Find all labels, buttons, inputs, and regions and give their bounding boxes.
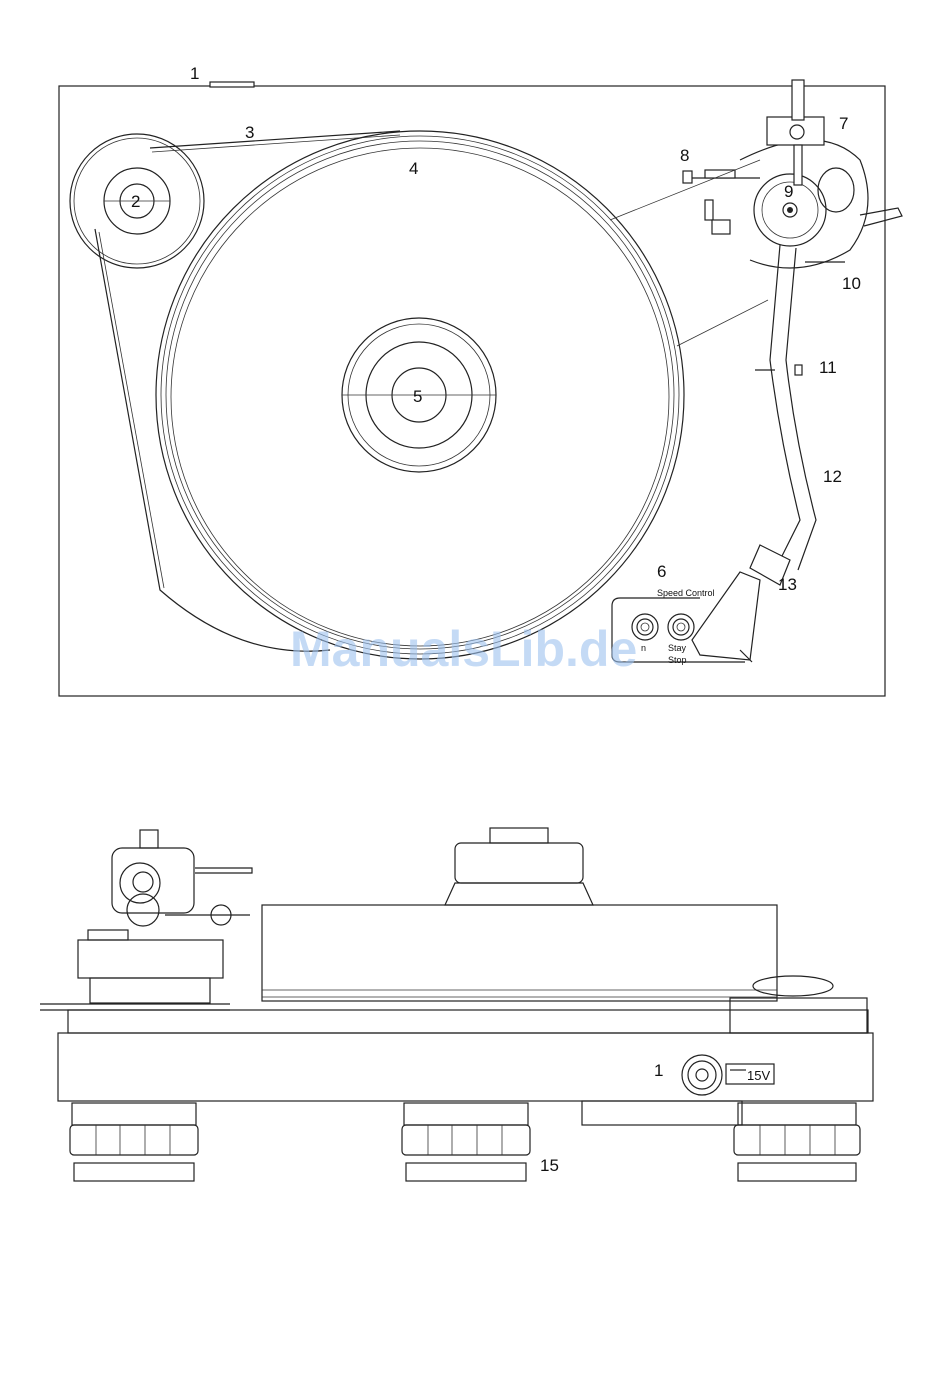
callout-10: 10 (842, 274, 861, 293)
speed-control-label: Speed Control (657, 588, 715, 598)
callout-1: 1 (190, 64, 199, 83)
plinth-top-layer (68, 1010, 868, 1033)
leader-line (677, 300, 768, 346)
power-socket-top (210, 82, 254, 87)
power-rating-label: 15V (747, 1068, 770, 1083)
counterweight (767, 80, 824, 185)
power-socket: 15V (682, 1055, 774, 1095)
stop-label: Stop (668, 655, 687, 665)
clamp-side (445, 828, 593, 905)
stop-button[interactable] (668, 614, 694, 640)
platter-side (262, 905, 777, 1001)
tonearm-front (78, 830, 252, 1003)
callout-8: 8 (680, 146, 689, 165)
foot-right (734, 1103, 860, 1181)
callout-12: 12 (823, 467, 842, 486)
callout-3: 3 (245, 123, 254, 142)
callout-6: 6 (657, 562, 666, 581)
callout-11: 11 (819, 358, 837, 377)
motor-housing (730, 998, 867, 1033)
tonearm-base (740, 140, 868, 268)
leader-line (610, 160, 760, 220)
watermark: ManualsLib.de (290, 621, 637, 677)
callout-front-1: 1 (654, 1061, 663, 1080)
callout-9: 9 (784, 182, 793, 201)
callout-7: 7 (839, 114, 848, 133)
start-button-label: n (641, 643, 646, 653)
callout-2: 2 (131, 192, 140, 211)
callout-5: 5 (413, 387, 422, 406)
callout-13: 13 (778, 575, 797, 594)
callout-4: 4 (409, 159, 418, 178)
stop-button-label: Stay (668, 643, 687, 653)
headshell (692, 545, 790, 662)
tonearm-tube (755, 245, 816, 570)
callout-front-15: 15 (540, 1156, 559, 1175)
anti-skating (683, 170, 760, 234)
foot-center (402, 1103, 530, 1181)
front-view: 15V (40, 828, 873, 1181)
plinth-front (58, 1033, 873, 1101)
foot-left (70, 1103, 198, 1181)
top-view: Speed Control n Stay Stop 1 2 3 4 5 6 7 … (59, 64, 902, 696)
